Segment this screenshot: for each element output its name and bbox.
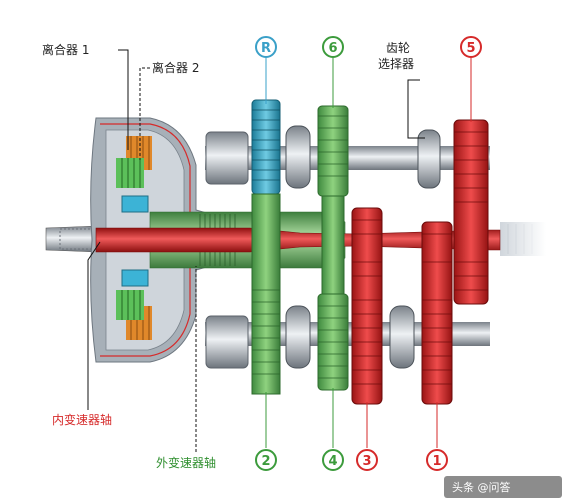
gear-mark-top-circle: [322, 36, 344, 58]
gear-mark-bottom-4: 4: [322, 449, 344, 471]
gear-4: [317, 293, 349, 391]
gear-mark-top-text: R: [261, 41, 271, 56]
watermark: 头条 @问答: [444, 476, 562, 498]
gear-3: [351, 207, 383, 405]
gear-mark-bottom-circle: [322, 449, 344, 471]
synchronizer-lower-1: [285, 305, 311, 369]
gear-mark-bottom-1: 1: [426, 449, 448, 471]
gear-6: [317, 105, 349, 197]
gear-marks-top: R 6 5: [255, 36, 482, 58]
gear-selector: [417, 129, 441, 189]
gear-mark-bottom-text: 4: [328, 454, 337, 469]
leader-lines: [87, 49, 472, 452]
gear-reverse: [251, 99, 281, 195]
gear-1: [421, 221, 453, 405]
gear-2-body: [251, 193, 281, 395]
clutch-hub-top: [121, 195, 149, 213]
gear-marks-bottom: 2 4 3 1: [255, 449, 448, 471]
label-clutch-2: 离合器 2: [152, 60, 199, 75]
gear-5: [453, 119, 489, 305]
lower-drum: [205, 315, 249, 369]
gear-mark-bottom-text: 1: [432, 454, 441, 469]
label-gear-selector-1: 齿轮: [386, 41, 410, 55]
gear-mark-bottom-circle: [356, 449, 378, 471]
shaft-end-fade: [500, 222, 546, 256]
gear-mark-top-text: 6: [328, 41, 337, 56]
synchronizer-lower-2: [389, 305, 415, 369]
gear-mark-top-circle: [255, 36, 277, 58]
clutch-2-pack-top: [116, 158, 144, 188]
label-outer-shaft: 外变速器轴: [156, 455, 216, 470]
gear-mark-bottom-text: 2: [261, 454, 270, 469]
gear-mark-top-R: R: [255, 36, 277, 58]
gear-mark-top-5: 5: [460, 36, 482, 58]
input-shaft-end: [45, 225, 99, 253]
gear-mark-bottom-text: 3: [362, 454, 371, 469]
label-gear-selector-2: 选择器: [378, 57, 414, 71]
gear-mark-bottom-2: 2: [255, 449, 277, 471]
gear-mark-top-circle: [460, 36, 482, 58]
synchronizer-upper-1: [285, 125, 311, 189]
inner-transmission-shaft: [95, 227, 501, 253]
gear-mark-top-text: 5: [466, 41, 475, 56]
clutch-2-pack-bottom: [116, 290, 144, 320]
label-inner-shaft: 内变速器轴: [52, 412, 112, 427]
gear-2-teeth: [252, 289, 280, 375]
gear-4-web: [321, 195, 345, 297]
label-clutch-1: 离合器 1: [42, 42, 89, 57]
watermark-text: 头条 @问答: [452, 480, 511, 494]
gear-mark-bottom-circle: [426, 449, 448, 471]
gear-mark-bottom-3: 3: [356, 449, 378, 471]
clutch-hub-bottom: [121, 269, 149, 287]
upper-drum: [205, 131, 249, 185]
gear-mark-top-6: 6: [322, 36, 344, 58]
gear-mark-bottom-circle: [255, 449, 277, 471]
